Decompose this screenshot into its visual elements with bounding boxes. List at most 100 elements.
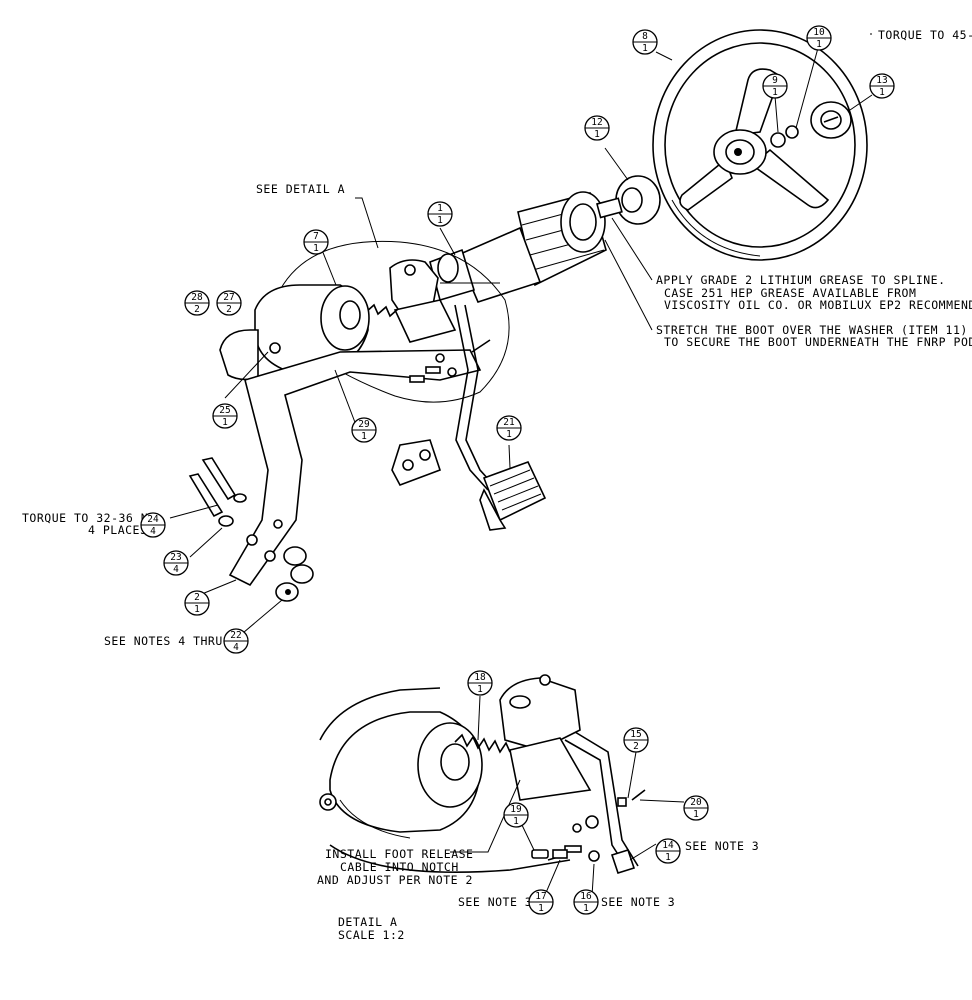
balloon-item-number: 14 [662, 840, 674, 851]
balloon-quantity: 1 [222, 417, 228, 428]
balloon-item-number: 2 [194, 592, 200, 603]
grease-note-line-2: CASE 251 HEP GREASE AVAILABLE FROM [664, 286, 916, 300]
balloon-item-number: 17 [535, 891, 546, 902]
balloon-item-1: 11 [427, 201, 453, 227]
leader-lines [169, 33, 873, 897]
cable-note-line-3: AND ADJUST PER NOTE 2 [317, 873, 473, 887]
washer-12 [615, 175, 661, 225]
balloon-item-number: 8 [642, 31, 648, 42]
balloon-item-number: 28 [191, 292, 203, 303]
balloon-quantity: 1 [642, 43, 648, 54]
balloon-quantity: 2 [226, 304, 232, 315]
brake-housing [219, 284, 370, 381]
detail-a-view [319, 674, 646, 874]
balloon-item-9: 91 [762, 73, 788, 99]
balloon-item-number: 15 [630, 729, 641, 740]
see-detail-note: SEE DETAIL A [256, 182, 345, 196]
balloon-quantity: 4 [150, 526, 156, 537]
balloon-item-29: 291 [351, 417, 377, 443]
balloon-item-24: 244 [140, 512, 166, 538]
balloon-item-number: 10 [813, 27, 825, 38]
balloon-quantity: 1 [194, 604, 200, 615]
balloon-quantity: 4 [233, 642, 239, 653]
detail-a-boundary [279, 240, 510, 403]
balloon-quantity: 1 [583, 903, 589, 914]
balloon-item-number: 27 [223, 292, 234, 303]
balloon-quantity: 2 [633, 741, 639, 752]
see-note-3-item-14: SEE NOTE 3 [685, 839, 759, 853]
balloon-item-number: 9 [772, 75, 778, 86]
balloon-item-number: 20 [690, 797, 702, 808]
balloon-item-19: 191 [503, 802, 529, 828]
balloon-quantity: 1 [506, 429, 512, 440]
balloon-quantity: 1 [879, 87, 885, 98]
balloon-item-12: 121 [584, 115, 610, 141]
rubber-isolators [275, 546, 314, 602]
mounting-bolts [188, 457, 247, 527]
grease-note-line-3: VISCOSITY OIL CO. OR MOBILUX EP2 RECOMME… [664, 298, 972, 312]
balloon-quantity: 2 [194, 304, 200, 315]
boot-note-line-1: STRETCH THE BOOT OVER THE WASHER (ITEM 1… [656, 323, 968, 337]
mounting-plate [228, 349, 482, 587]
balloon-quantity: 1 [513, 816, 519, 827]
balloon-item-8: 81 [632, 29, 658, 55]
balloon-item-7: 71 [303, 229, 329, 255]
balloon-quantity: 1 [693, 809, 699, 820]
annotations: TORQUE TO 45-54 Nm SEE DETAIL A APPLY GR… [22, 28, 972, 942]
small-hardware [409, 339, 491, 383]
torque-bolts-note-line-1: TORQUE TO 32-36 Nm [22, 511, 156, 525]
cable-note-line-2: CABLE INTO NOTCH [340, 860, 459, 874]
balloon-item-17: 171 [528, 889, 554, 915]
balloon-item-13: 131 [869, 73, 895, 99]
steering-wheel [652, 29, 868, 261]
balloon-item-21: 211 [496, 415, 522, 441]
column-bracket [389, 259, 457, 343]
balloon-quantity: 1 [538, 903, 544, 914]
balloon-item-18: 181 [467, 670, 493, 696]
balloon-item-15: 152 [623, 727, 649, 753]
balloon-item-22: 224 [223, 628, 249, 654]
balloon-item-number: 22 [230, 630, 241, 641]
balloon-quantity: 1 [594, 129, 600, 140]
balloon-item-20: 201 [683, 795, 709, 821]
balloon-item-number: 29 [358, 419, 370, 430]
balloon-quantity: 1 [772, 87, 778, 98]
balloon-item-number: 19 [510, 804, 522, 815]
balloon-item-number: 16 [580, 891, 592, 902]
balloon-quantity: 1 [361, 431, 367, 442]
balloon-item-number: 23 [170, 552, 181, 563]
see-note-3-item-17: SEE NOTE 3 [458, 895, 532, 909]
balloon-item-number: 1 [437, 203, 443, 214]
steering-column [429, 226, 542, 303]
balloon-item-number: 21 [503, 417, 515, 428]
balloon-item-number: 25 [219, 405, 230, 416]
balloon-item-14: 141 [655, 838, 681, 864]
balloon-item-16: 161 [573, 889, 599, 915]
grease-note-line-1: APPLY GRADE 2 LITHIUM GREASE TO SPLINE. [656, 273, 946, 287]
balloon-item-10: 101 [806, 25, 832, 51]
torque-wheel-note: TORQUE TO 45-54 Nm [878, 28, 972, 42]
brake-pedal [391, 304, 547, 531]
balloon-item-27: 272 [216, 290, 242, 316]
balloon-item-number: 7 [313, 231, 319, 242]
balloon-item-number: 13 [876, 75, 887, 86]
balloon-item-2: 21 [184, 590, 210, 616]
see-notes-4-7: SEE NOTES 4 THRU 7 [104, 634, 238, 648]
balloon-quantity: 1 [665, 852, 671, 863]
see-note-3-item-16: SEE NOTE 3 [601, 895, 675, 909]
detail-a-scale: SCALE 1:2 [338, 928, 405, 942]
balloon-quantity: 1 [816, 39, 822, 50]
balloon-quantity: 1 [313, 243, 319, 254]
torque-bolts-note-line-2: 4 PLACES [88, 523, 147, 537]
boot-note-line-2: TO SECURE THE BOOT UNDERNEATH THE FNRP P… [664, 335, 972, 349]
balloon-item-28: 282 [184, 290, 210, 316]
balloon-quantity: 4 [173, 564, 179, 575]
balloon-item-23: 234 [163, 550, 189, 576]
balloon-quantity: 1 [437, 215, 443, 226]
balloon-item-25: 251 [212, 403, 238, 429]
balloon-item-number: 18 [474, 672, 486, 683]
balloon-item-number: 12 [591, 117, 602, 128]
balloon-item-number: 24 [147, 514, 159, 525]
